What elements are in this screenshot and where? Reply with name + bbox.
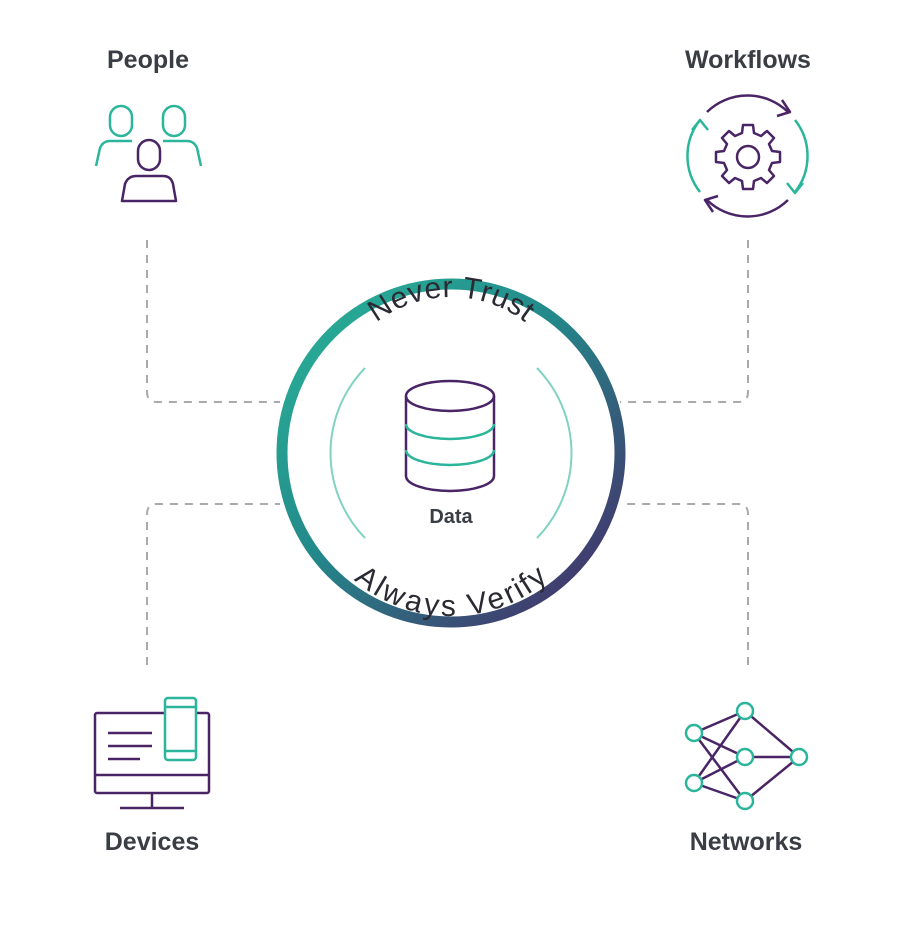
data-label: Data xyxy=(429,506,473,528)
devices-icon xyxy=(93,696,211,810)
database-icon xyxy=(404,379,496,493)
inner-arc-right xyxy=(536,367,573,539)
devices-node: Devices xyxy=(93,696,211,856)
workflows-label: Workflows xyxy=(685,46,811,74)
network-icon xyxy=(684,701,809,811)
workflow-gear-icon xyxy=(686,94,809,218)
people-label: People xyxy=(107,46,189,74)
inner-arc-left xyxy=(329,367,366,539)
devices-label: Devices xyxy=(105,828,200,856)
connector-devices xyxy=(146,503,280,665)
networks-label: Networks xyxy=(690,828,803,856)
connectors xyxy=(146,240,749,665)
workflows-node: Workflows xyxy=(685,46,811,218)
networks-node: Networks xyxy=(684,701,809,856)
people-icon xyxy=(94,104,203,203)
center-ring: Never Trust Always Verify Data xyxy=(276,271,626,628)
connector-workflows xyxy=(620,240,749,403)
outer-ring xyxy=(276,278,626,628)
people-node: People xyxy=(94,46,203,203)
connector-networks xyxy=(620,503,749,665)
connector-people xyxy=(146,240,280,403)
